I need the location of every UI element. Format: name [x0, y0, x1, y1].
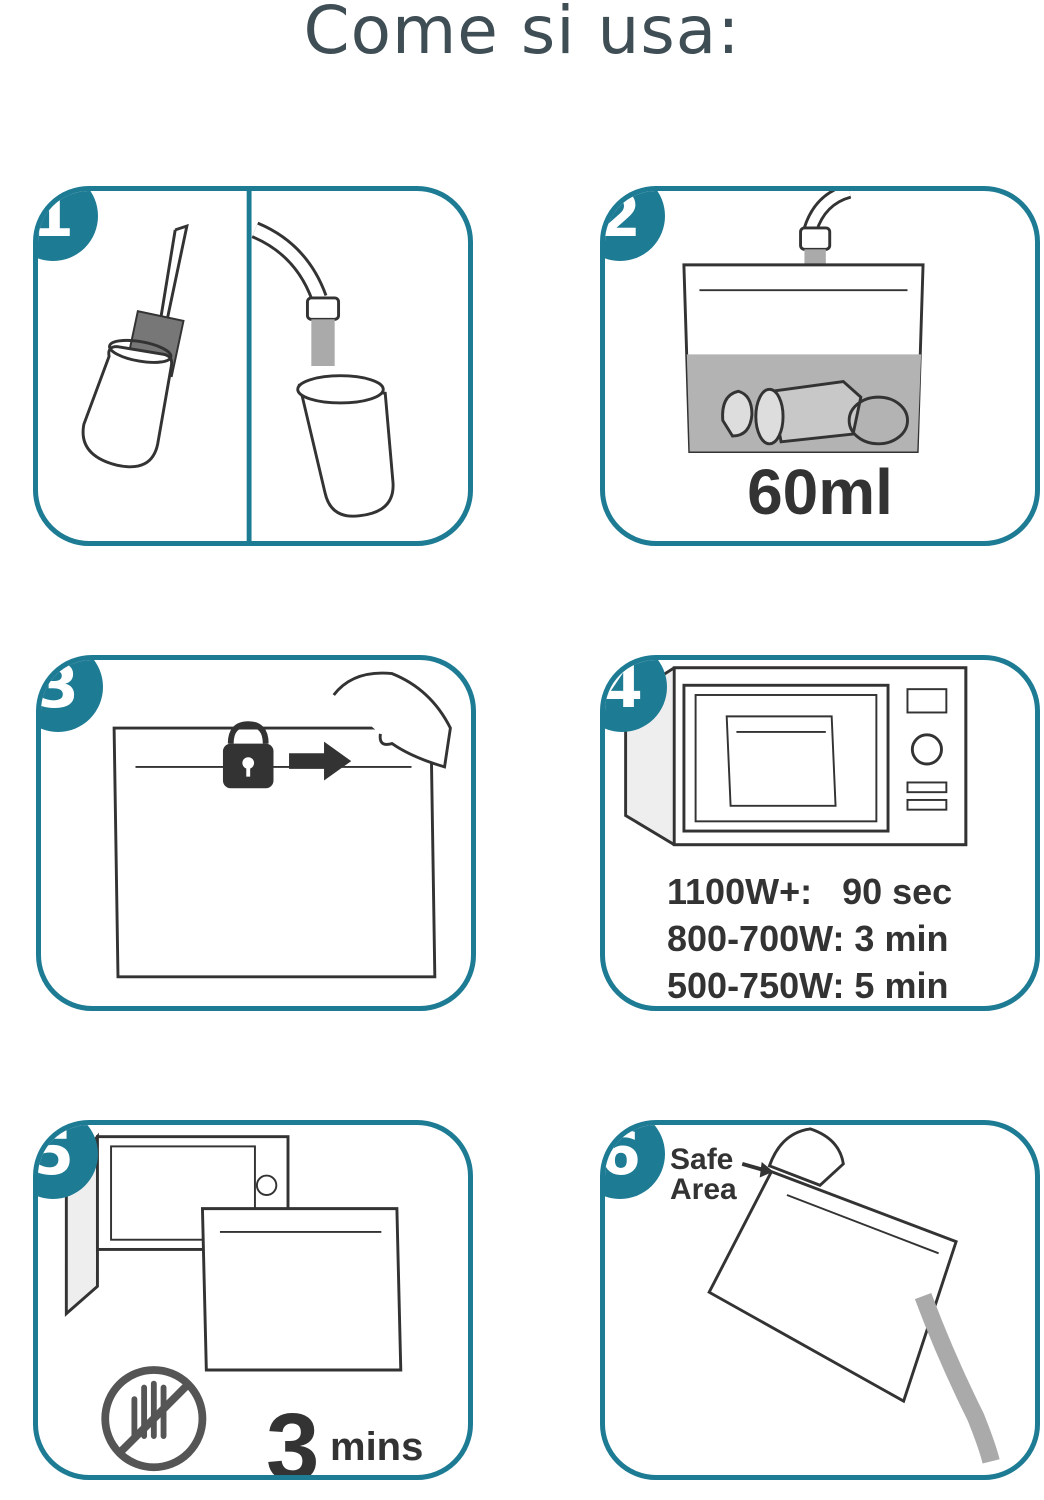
step-3-panel: 3	[36, 655, 476, 1011]
wait-time-value: 3	[266, 1394, 320, 1480]
step-3-badge: 3	[41, 660, 103, 732]
page-title: Come si usa:	[303, 0, 741, 69]
wait-time-unit: mins	[330, 1425, 424, 1469]
step-6-panel: Safe Area 6	[600, 1120, 1040, 1480]
step-4-panel: 1100W+: 90 sec 800-700W: 3 min 500-750W:…	[600, 655, 1040, 1011]
cool-down-illustration	[64, 1132, 403, 1472]
safe-area-line: Area	[670, 1173, 737, 1206]
step-1-badge: 1	[38, 191, 98, 261]
step-2-badge: 2	[605, 191, 665, 261]
bag-with-water-illustration	[682, 191, 925, 454]
step-2-panel: 60ml 2	[600, 186, 1040, 546]
step-6-badge: 6	[605, 1125, 665, 1199]
water-amount-label: 60ml	[747, 456, 893, 528]
step-1-panel: 1	[33, 186, 473, 546]
seal-bag-illustration	[112, 671, 452, 979]
pour-bag-illustration	[707, 1127, 1000, 1464]
safe-area-label: Safe Area	[670, 1145, 737, 1205]
microwave-illustration	[624, 666, 968, 847]
bottle-cleaning-illustration	[81, 191, 395, 541]
heating-time-row: 1100W+: 90 sec	[667, 871, 953, 912]
heating-times: 1100W+: 90 sec 800-700W: 3 min 500-750W:…	[667, 868, 953, 1006]
heating-time-row: 500-750W: 5 min	[667, 965, 949, 1006]
heating-time-row: 800-700W: 3 min	[667, 918, 949, 959]
step-5-panel: 3 mins 5	[33, 1120, 473, 1480]
safe-area-line: Safe	[670, 1143, 734, 1176]
